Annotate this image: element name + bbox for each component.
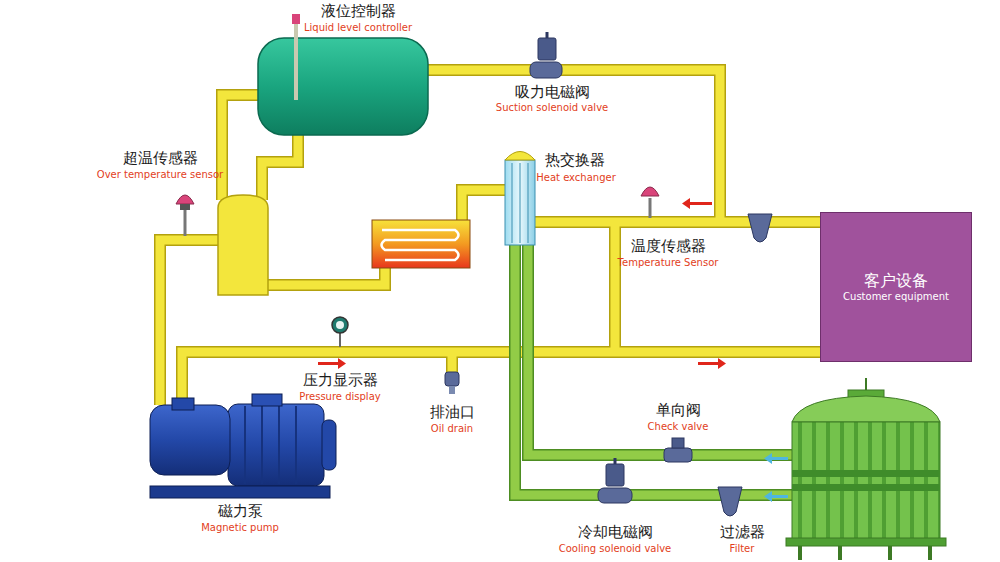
component-label: 超温传感器 [123, 150, 198, 167]
component-label-english: Heat exchanger [536, 172, 616, 184]
component-label-english: Magnetic pump [201, 522, 279, 534]
component-label-english: Temperature Sensor [618, 257, 719, 269]
component-label-english: Cooling solenoid valve [559, 543, 672, 555]
component-label: 液位控制器 [321, 3, 396, 20]
component-label-english: Over temperature sensor [97, 169, 223, 181]
component-label: 热交换器 [545, 152, 605, 169]
node-subtitle: Customer equipment [843, 291, 949, 303]
component-label: 排油口 [430, 404, 475, 421]
component-label-english: Suction solenoid valve [496, 102, 608, 114]
component-label: 冷却电磁阀 [578, 524, 653, 541]
component-label: 吸力电磁阀 [515, 84, 590, 101]
equipment-box: 客户设备Customer equipment [820, 212, 972, 362]
component-label: 温度传感器 [631, 238, 706, 255]
component-label: 压力显示器 [303, 372, 378, 389]
component-label-english: Liquid level controller [304, 22, 412, 34]
suction-valve [530, 32, 562, 78]
node-title: 客户设备 [864, 271, 928, 290]
component-label: 磁力泵 [218, 503, 263, 520]
component-label-english: Check valve [648, 421, 709, 433]
cooling-tower [786, 378, 946, 560]
component-label: 单向阀 [656, 402, 701, 419]
component-label: 过滤器 [720, 524, 765, 541]
component-label-english: Filter [730, 543, 755, 555]
component-label-english: Pressure display [299, 391, 380, 403]
component-label-english: Oil drain [431, 423, 473, 435]
